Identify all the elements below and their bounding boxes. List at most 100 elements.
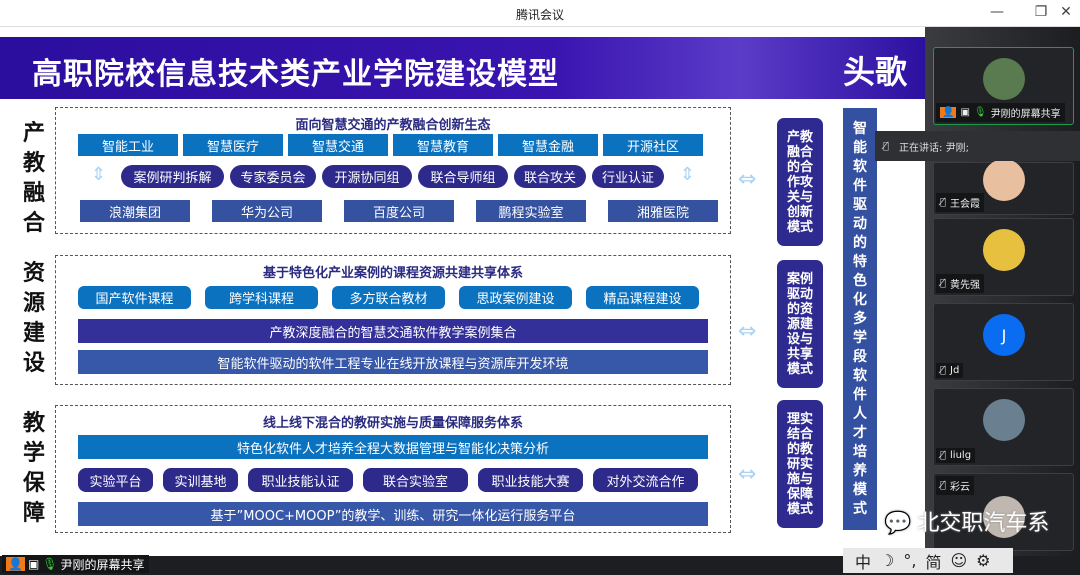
participant-name: 王会霞 [950, 199, 981, 210]
mode-box: 理实结合的教研实施与保障模式 [777, 400, 823, 528]
simplified-toggle[interactable]: 简 [925, 552, 942, 572]
section-label: 资源建设 [22, 261, 45, 376]
participant-name-tag: 🎙̸王会霞 [936, 193, 985, 212]
watermark-text: 北交职汽车系 [917, 511, 1050, 536]
field-box: 智慧交通 [288, 134, 388, 156]
participant-tile[interactable]: 👤▣🎙尹刚的屏幕共享 [933, 47, 1074, 125]
field-box: 智慧金融 [498, 134, 598, 156]
platform-box: 联合实验室 [363, 468, 468, 492]
mechanism-pill: 联合攻关 [514, 165, 586, 188]
screen-share-icon: ▣ [27, 557, 40, 571]
speaking-text: 正在讲话: 尹刚; [899, 142, 969, 154]
platform-box: 对外交流合作 [593, 468, 698, 492]
avatar: J [983, 314, 1025, 356]
participant-tile[interactable]: J 🎙̸Jd [933, 303, 1074, 381]
mode-box: 产教融合的合作攻关与创新模式 [777, 118, 823, 246]
participant-name: 黄先强 [950, 280, 981, 291]
participant-tile[interactable]: 🎙̸liulg [933, 388, 1074, 466]
field-box: 智能工业 [78, 134, 178, 156]
double-arrow-icon: ⇔ [738, 167, 757, 192]
section-label: 教学保障 [22, 411, 45, 526]
participant-name: liulg [950, 450, 972, 461]
mechanism-pill: 专家委员会 [230, 165, 316, 188]
speaking-indicator: 🎙̸ 正在讲话: 尹刚; [875, 131, 1080, 161]
section-assurance: 线上线下混合的教研实施与质量保障服务体系 特色化软件人才培养全程大数据管理与智能… [55, 405, 731, 533]
slide-title: 高职院校信息技术类产业学院建设模型 [32, 57, 559, 92]
mic-muted-icon: 🎙̸ [940, 365, 947, 376]
avatar [983, 496, 1025, 538]
mic-muted-icon: 🎙̸ [940, 278, 947, 289]
mic-on-icon: 🎙 [973, 107, 987, 118]
mic-on-icon: 🎙 [42, 557, 58, 571]
field-box: 智慧教育 [393, 134, 493, 156]
partner-box: 鹏程实验室 [476, 200, 586, 222]
participant-name-tag: 🎙̸黄先强 [936, 274, 985, 293]
overall-mode-bar: 智能软件驱动的特色化多学段软件人才培养模式 [843, 108, 877, 530]
course-box: 精品课程建设 [586, 286, 699, 309]
platform-box: 实验平台 [78, 468, 153, 492]
data-management-bar: 特色化软件人才培养全程大数据管理与智能化决策分析 [78, 435, 708, 459]
mechanism-pill: 案例研判拆解 [121, 165, 224, 188]
case-collection-bar: 产教深度融合的智慧交通软件教学案例集合 [78, 319, 708, 343]
participant-name: 彩云 [950, 482, 971, 493]
slide-banner: 高职院校信息技术类产业学院建设模型 头歌 [0, 37, 925, 99]
partner-box: 浪潮集团 [80, 200, 190, 222]
emoji-icon[interactable]: ☺ [950, 551, 968, 570]
section-resources: 基于特色化产业案例的课程资源共建共享体系 国产软件课程 跨学科课程 多方联合教材… [55, 255, 731, 385]
user-icon: 👤 [6, 557, 25, 571]
course-box: 国产软件课程 [78, 286, 191, 309]
participant-panel: 👤▣🎙尹刚的屏幕共享 🎙̸王会霞 🎙̸黄先强 J 🎙̸Jd 🎙̸liulg 🎙̸… [925, 27, 1080, 557]
mic-muted-icon: 🎙̸ [940, 197, 947, 208]
window-title: 腾讯会议 [515, 8, 564, 22]
participant-name-tag: 🎙̸Jd [936, 363, 964, 378]
share-label-text: 尹刚的屏幕共享 [60, 557, 145, 572]
ime-toolbar: 中 ☽ °, 简 ☺ ⚙ [843, 548, 1013, 573]
bottom-bar [0, 556, 1080, 575]
branch-arrow-icon: ⇕ [91, 164, 107, 185]
participant-name: Jd [950, 365, 960, 376]
ime-chinese-toggle[interactable]: 中 [855, 552, 872, 572]
platform-bar: 智能软件驱动的软件工程专业在线开放课程与资源库开发环境 [78, 350, 708, 374]
window-titlebar: 腾讯会议 — ❐ ✕ [0, 0, 1080, 27]
section-heading: 面向智慧交通的产教融合创新生态 [295, 118, 491, 133]
wechat-icon: 💬 [884, 511, 912, 536]
double-arrow-icon: ⇔ [738, 462, 757, 487]
platform-box: 实训基地 [163, 468, 238, 492]
minimize-button[interactable]: — [990, 4, 1004, 20]
avatar [983, 58, 1025, 100]
participant-name-tag: 👤▣🎙尹刚的屏幕共享 [936, 103, 1065, 122]
punctuation-toggle[interactable]: °, [903, 551, 917, 570]
course-box: 跨学科课程 [205, 286, 318, 309]
gear-icon[interactable]: ⚙ [976, 551, 991, 570]
field-box: 智慧医疗 [183, 134, 283, 156]
avatar [983, 159, 1025, 201]
mode-box: 案例驱动的资源建设与共享模式 [777, 260, 823, 388]
mechanism-pill: 开源协同组 [322, 165, 412, 188]
user-icon: 👤 [940, 107, 957, 118]
participant-tile[interactable]: 🎙̸王会霞 [933, 159, 1074, 215]
avatar [983, 399, 1025, 441]
close-button[interactable]: ✕ [1060, 4, 1072, 20]
participant-name-tag: 🎙̸彩云 [936, 476, 975, 495]
moon-icon[interactable]: ☽ [880, 551, 895, 570]
section-industry: 面向智慧交通的产教融合创新生态 智能工业 智慧医疗 智慧交通 智慧教育 智慧金融… [55, 107, 731, 234]
screen-share-icon: ▣ [960, 107, 970, 118]
partner-box: 华为公司 [212, 200, 322, 222]
participant-name: 尹刚的屏幕共享 [990, 109, 1061, 120]
restore-button[interactable]: ❐ [1034, 4, 1048, 20]
section-heading: 线上线下混合的教研实施与质量保障服务体系 [262, 416, 523, 431]
section-label: 产教融合 [22, 121, 45, 236]
participant-tile[interactable]: 🎙̸黄先强 [933, 218, 1074, 296]
screen-share-label: 👤 ▣ 🎙 尹刚的屏幕共享 [2, 555, 149, 573]
watermark: 💬 北交职汽车系 [884, 508, 1049, 540]
participant-tile[interactable]: 🎙̸彩云 [933, 473, 1074, 551]
platform-box: 职业技能大赛 [478, 468, 583, 492]
double-arrow-icon: ⇔ [738, 319, 757, 344]
course-box: 思政案例建设 [459, 286, 572, 309]
mic-muted-icon: 🎙̸ [883, 140, 890, 152]
brand-logo: 头歌 [842, 53, 907, 91]
mechanism-pill: 联合导师组 [418, 165, 508, 188]
field-box: 开源社区 [603, 134, 703, 156]
platform-box: 职业技能认证 [248, 468, 353, 492]
mic-muted-icon: 🎙̸ [940, 480, 947, 491]
